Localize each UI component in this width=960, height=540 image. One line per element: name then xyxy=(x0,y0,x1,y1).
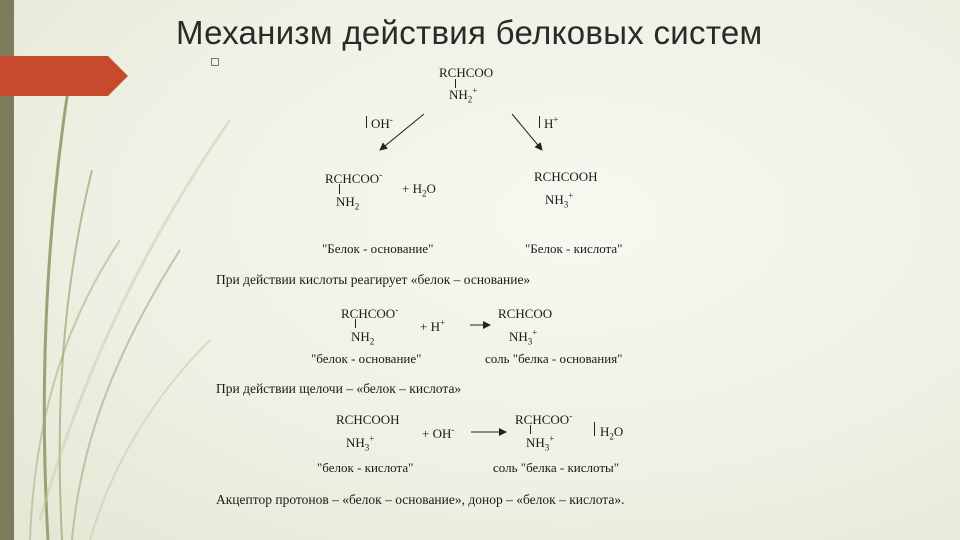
left-product: RCHCOO- xyxy=(325,169,383,186)
label-protein-base: "Белок - основание" xyxy=(322,241,434,256)
left-accent-bar xyxy=(0,0,14,540)
reaction2-product-label: соль "белка - кислоты" xyxy=(493,460,620,475)
label-protein-acid: "Белок - кислота" xyxy=(525,241,623,256)
left-product-water: + H2O xyxy=(402,181,436,199)
page-title: Механизм действия белковых систем xyxy=(176,14,763,51)
bullet-square xyxy=(211,58,219,66)
section-arrow-marker xyxy=(0,56,128,96)
arrow-to-base xyxy=(379,113,425,151)
bond-line xyxy=(594,422,595,436)
left-product-amino: NH2 xyxy=(336,194,360,212)
grass-decoration xyxy=(29,89,232,540)
bond-line xyxy=(455,79,456,88)
arrow-to-acid xyxy=(511,113,543,151)
reaction2-water: H2O xyxy=(600,424,624,442)
bond-line xyxy=(530,425,531,434)
bond-line xyxy=(539,116,540,128)
reaction1-product-label: соль "белка - основания" xyxy=(485,351,623,366)
top-formula: RCHCOO xyxy=(439,65,494,80)
reaction2-hydroxide: + OH- xyxy=(422,424,455,441)
acceptor-donor-text: Акцептор протонов – «белок – основание»,… xyxy=(216,492,625,507)
reaction1-reactant-amino: NH2 xyxy=(351,329,375,347)
reaction1-reactant: RCHCOO- xyxy=(341,304,399,321)
bond-line xyxy=(355,319,356,328)
reaction2-product: RCHCOO- xyxy=(515,410,573,427)
bond-line xyxy=(366,116,367,128)
right-product: RCHCOOH xyxy=(534,169,598,184)
alkali-action-text: При действии щелочи – «белок – кислота» xyxy=(216,381,462,396)
acid-action-text: При действии кислоты реагирует «белок – … xyxy=(216,272,531,287)
bond-line xyxy=(339,184,340,194)
right-reagent: H+ xyxy=(544,114,559,131)
reaction1-product: RCHCOO xyxy=(498,306,553,321)
reaction1-product-amino: NH3+ xyxy=(509,327,538,347)
reaction2-reactant: RCHCOOH xyxy=(336,412,400,427)
reaction2-reactant-label: "белок - кислота" xyxy=(317,460,414,475)
reaction2-product-amino: NH3+ xyxy=(526,433,555,453)
right-product-amino: NH3+ xyxy=(545,190,574,210)
reaction2-reactant-amino: NH3+ xyxy=(346,433,375,453)
top-amino: NH2+ xyxy=(449,85,478,105)
left-reagent: OH- xyxy=(371,114,393,131)
reaction1-reactant-label: "белок - основание" xyxy=(311,351,422,366)
reaction1-proton: + H+ xyxy=(420,317,446,334)
